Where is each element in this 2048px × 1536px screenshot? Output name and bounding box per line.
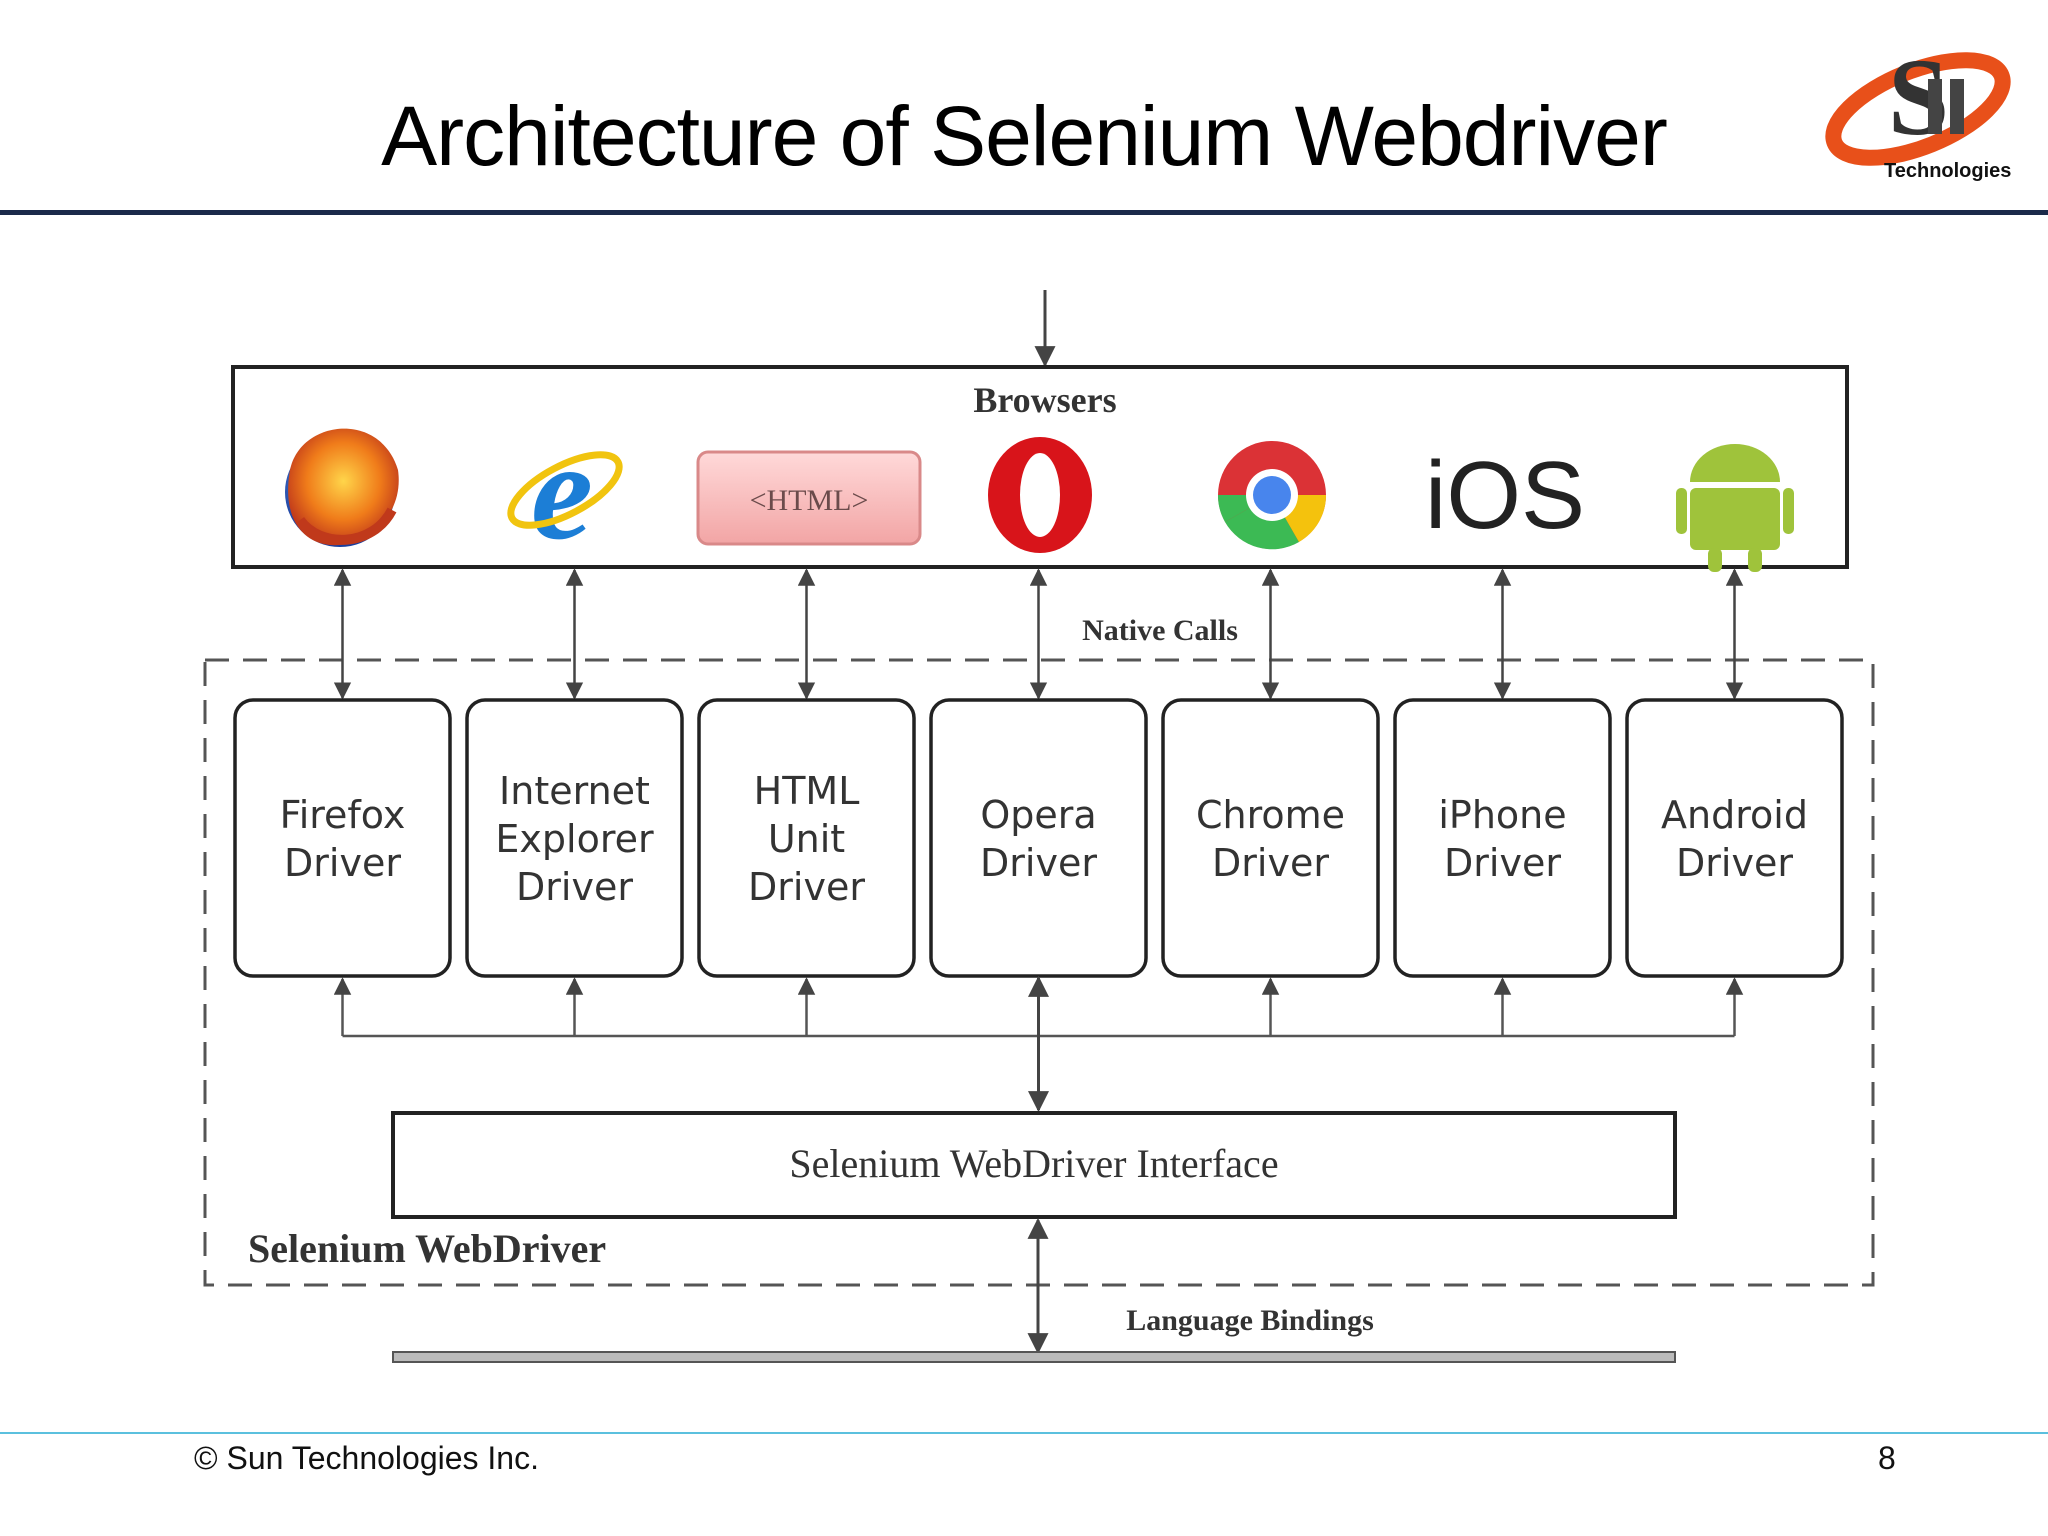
webdriver-interface-label: Selenium WebDriver Interface [789,1141,1278,1186]
driver-label: Opera [980,793,1096,837]
chrome-icon [1217,441,1327,550]
driver-box [233,698,452,978]
driver-label: Driver [1676,841,1793,885]
native-calls-label: Native Calls [1082,614,1238,647]
htmlunit-icon: <HTML> [696,450,922,546]
driver-label: Driver [516,865,633,909]
driver-box [929,698,1148,978]
driver-label: Driver [1212,841,1329,885]
driver-label: Unit [768,817,845,861]
opera-icon [988,437,1092,553]
browsers-label: Browsers [973,380,1116,420]
title-divider [0,210,2048,215]
html-badge-label: <HTML> [750,484,869,517]
logo-text: Technologies [1884,160,2012,182]
internet-explorer-icon: e [507,414,623,569]
driver-label: HTML [754,769,860,813]
footer-divider [0,1432,2048,1434]
driver-label: Driver [284,841,401,885]
driver-label: Driver [1444,841,1561,885]
driver-label: Firefox [280,793,406,837]
firefox-icon [285,428,399,547]
driver-box [1393,698,1612,978]
driver-label: Explorer [495,817,654,861]
architecture-diagram: Browsers e <HTML> [203,290,1875,1363]
driver-label: Driver [748,865,865,909]
sun-technologies-logo: S [1825,36,2011,166]
android-icon [1676,444,1794,572]
footer-copyright: © Sun Technologies Inc. [194,1440,539,1476]
webdriver-interface-box [391,1111,1677,1219]
driver-box [1625,698,1844,978]
driver-label: iPhone [1438,793,1566,837]
driver-label: Driver [980,841,1097,885]
language-bindings-box [392,1351,1676,1363]
slide-title: Architecture of Selenium Webdriver [381,89,1668,183]
ios-icon: iOS [1425,442,1585,549]
selenium-webdriver-label: Selenium WebDriver [248,1226,606,1271]
language-bindings-label: Language Bindings [1126,1304,1374,1337]
driver-label: Chrome [1196,793,1345,837]
page-number: 8 [1878,1440,1896,1476]
driver-label: Android [1661,793,1808,837]
driver-box [1161,698,1380,978]
driver-box [697,698,916,978]
svg-text:e: e [531,414,593,569]
driver-box [465,698,684,978]
driver-label: Internet [499,769,650,813]
